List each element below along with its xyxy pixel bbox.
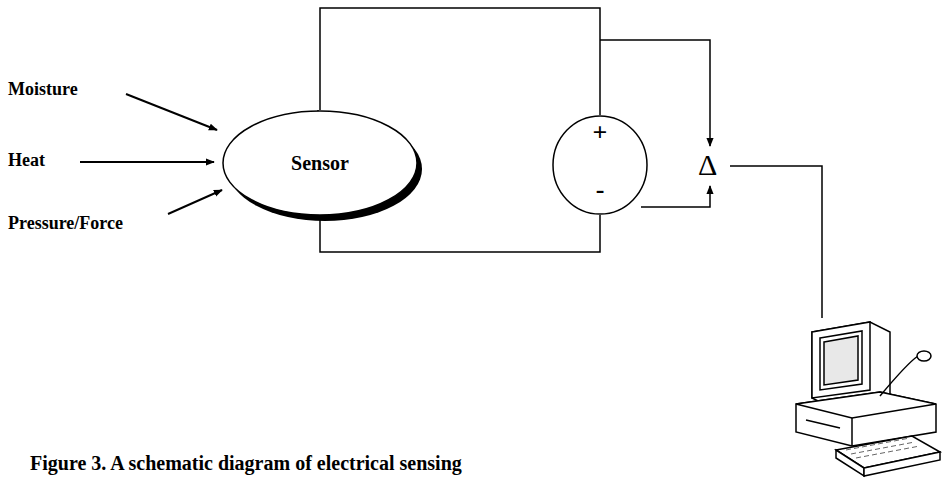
measure-wire: [641, 186, 710, 207]
stimulus-label: Moisture: [8, 80, 78, 100]
computer-icon: [796, 322, 940, 476]
polarity-sign: -: [596, 176, 605, 205]
circuit-wire: [320, 8, 600, 115]
data-wire: [730, 166, 822, 318]
input-arrow: [126, 94, 217, 130]
sensor-ellipse: Sensor: [222, 110, 418, 216]
stimulus-label: Heat: [8, 151, 45, 171]
voltage-source: +-: [552, 115, 648, 215]
polarity-sign: +: [593, 119, 608, 148]
stimulus-label: Pressure/Force: [8, 214, 123, 234]
input-arrow: [168, 190, 222, 214]
difference-symbol: Δ: [698, 150, 717, 180]
sensor-label: Sensor: [291, 152, 349, 174]
input-arrow: [80, 161, 214, 163]
keyboard-keys: [846, 439, 917, 459]
circuit-wire: [320, 215, 600, 252]
figure-caption: Figure 3. A schematic diagram of electri…: [30, 452, 462, 474]
outline: [223, 111, 417, 215]
outline: [553, 116, 647, 214]
